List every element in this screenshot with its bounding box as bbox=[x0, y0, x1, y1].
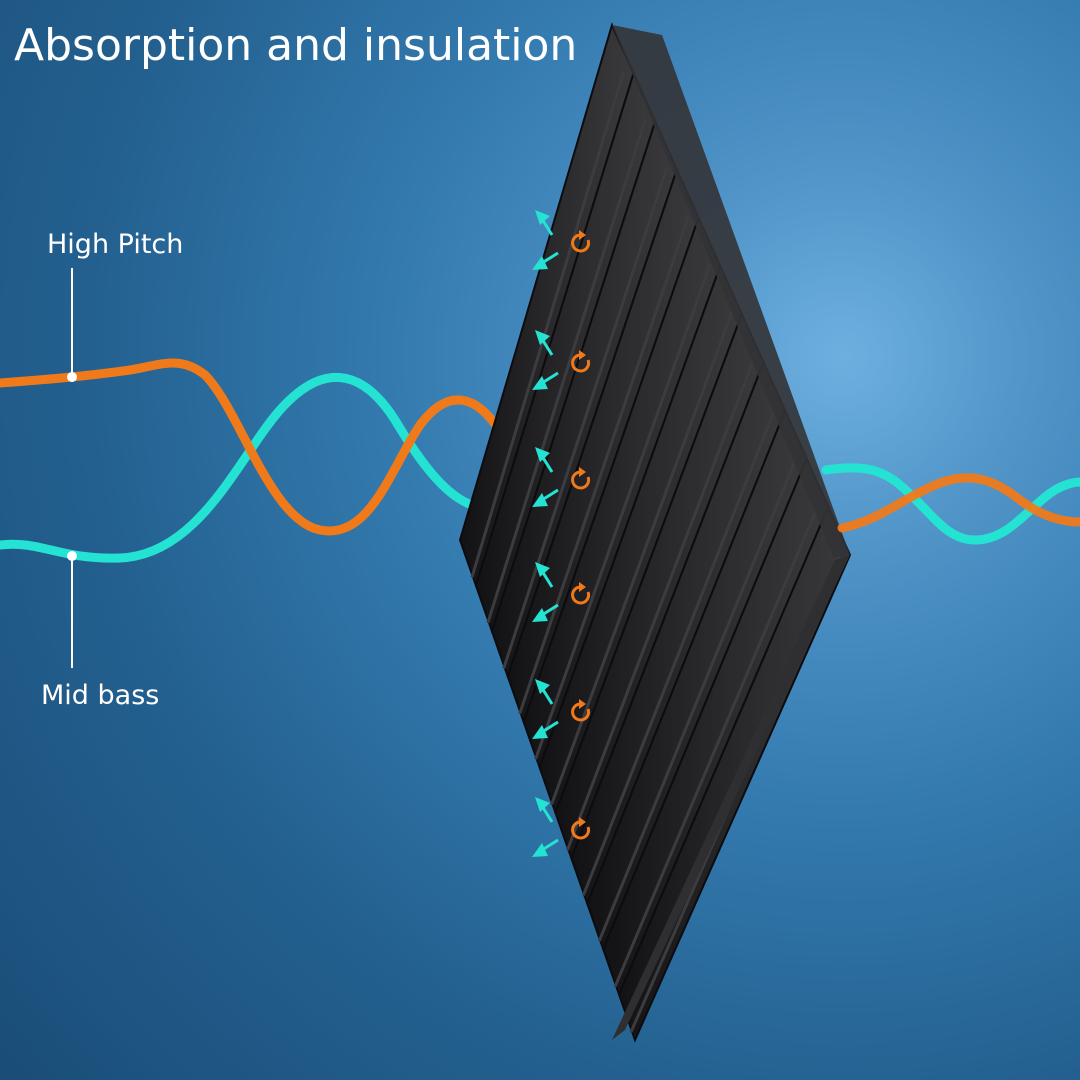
mid-bass-wave-attenuated bbox=[821, 463, 1080, 545]
foam-ridge-highlight bbox=[581, 407, 777, 897]
reflection-arrow-icon bbox=[532, 838, 559, 857]
foam-ridge-highlight bbox=[534, 263, 712, 760]
rotate-icon bbox=[571, 817, 591, 840]
high-pitch-marker bbox=[67, 372, 77, 382]
reflection-arrow-icon bbox=[535, 797, 554, 823]
high-pitch-label: High Pitch bbox=[47, 229, 184, 260]
reflection-arrow-icon bbox=[535, 679, 554, 705]
reflection-arrow-icon bbox=[532, 603, 559, 622]
high-pitch-wave-attenuated bbox=[837, 473, 1080, 533]
reflection-arrow-icon bbox=[535, 562, 554, 588]
reflection-arrow-icon bbox=[532, 720, 559, 739]
foam-ridge-highlight bbox=[502, 167, 669, 669]
foam-ridge-highlight bbox=[550, 311, 734, 806]
absorption-marker bbox=[532, 797, 591, 857]
reflection-arrow-icon bbox=[535, 330, 554, 356]
absorption-marker bbox=[532, 562, 591, 622]
mid-bass-label: Mid bass bbox=[41, 680, 160, 711]
mid-bass-marker bbox=[67, 551, 77, 561]
absorption-marker bbox=[532, 447, 591, 507]
absorption-marker bbox=[532, 330, 591, 390]
foam-ridge-highlight bbox=[470, 70, 626, 578]
foam-ridge-highlight bbox=[613, 504, 820, 988]
rotate-icon bbox=[571, 467, 591, 490]
absorption-marker bbox=[532, 210, 591, 270]
reflection-arrow-icon bbox=[532, 251, 559, 270]
foam-ridge-highlight bbox=[565, 359, 755, 851]
reflection-arrow-icon bbox=[535, 447, 554, 473]
reflection-arrow-icon bbox=[535, 210, 554, 236]
rotate-icon bbox=[571, 350, 591, 373]
acoustic-foam-panel bbox=[458, 22, 852, 1043]
rotate-icon bbox=[571, 699, 591, 722]
foam-ridge-highlight bbox=[518, 215, 690, 715]
page-title: Absorption and insulation bbox=[14, 20, 578, 71]
absorption-marker bbox=[532, 679, 591, 739]
rotate-icon bbox=[571, 582, 591, 605]
reflection-arrow-icon bbox=[532, 371, 559, 390]
rotate-icon bbox=[571, 230, 591, 253]
foam-ridge-highlight bbox=[486, 118, 647, 624]
foam-ridge-highlight bbox=[597, 456, 799, 942]
reflection-arrow-icon bbox=[532, 488, 559, 507]
